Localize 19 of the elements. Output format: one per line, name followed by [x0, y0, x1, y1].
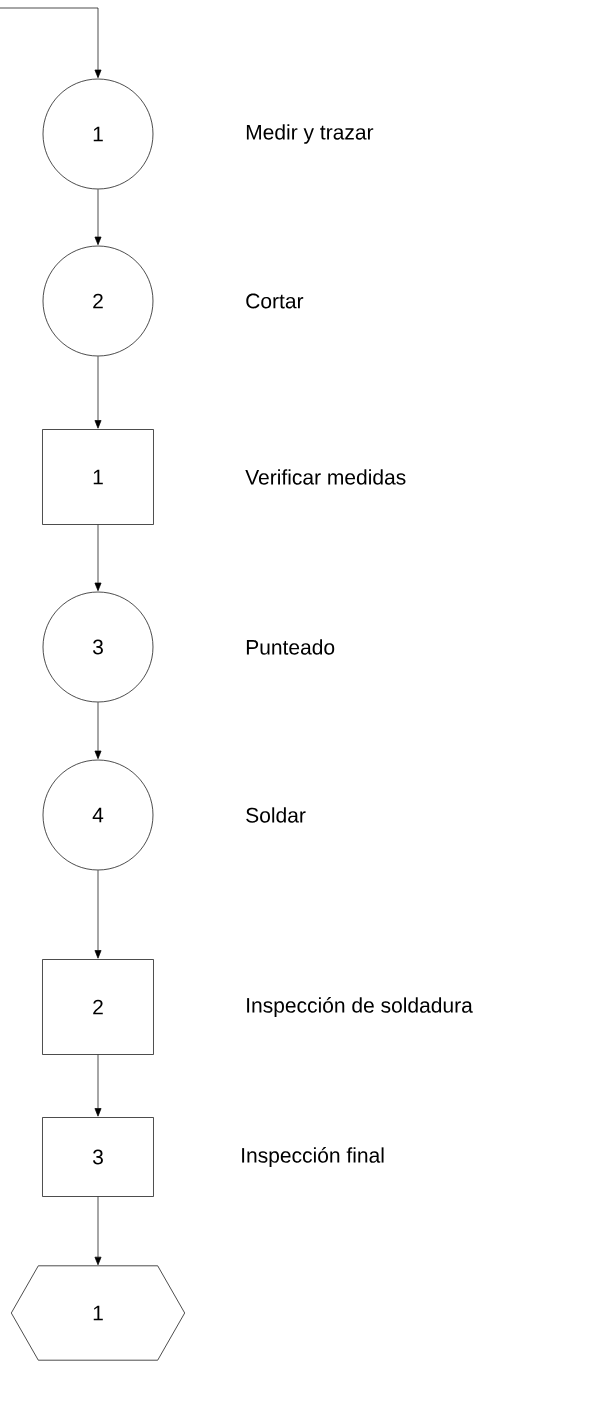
storage-hexagon: 1	[10, 1265, 186, 1361]
arrow	[94, 1054, 102, 1117]
inspection-box: 1	[42, 429, 154, 525]
step-label: Verificar medidas	[245, 469, 406, 485]
arrow	[94, 870, 102, 959]
arrow	[94, 1196, 102, 1266]
arrow	[94, 356, 102, 429]
step-label: Cortar	[246, 293, 304, 309]
step-label: Inspección de soldadura	[247, 997, 473, 1017]
inspection-box: 3	[42, 1117, 154, 1197]
arrow	[94, 189, 102, 246]
step-label: Inspección final	[242, 1147, 384, 1167]
step-label: Soldar	[246, 807, 306, 823]
step-label: Punteado	[246, 639, 335, 655]
inspection-box: 2	[42, 959, 154, 1055]
arrow	[94, 524, 102, 592]
arrow	[0, 7, 102, 79]
step-label: Medir y trazar	[246, 124, 374, 144]
arrow	[94, 702, 102, 760]
